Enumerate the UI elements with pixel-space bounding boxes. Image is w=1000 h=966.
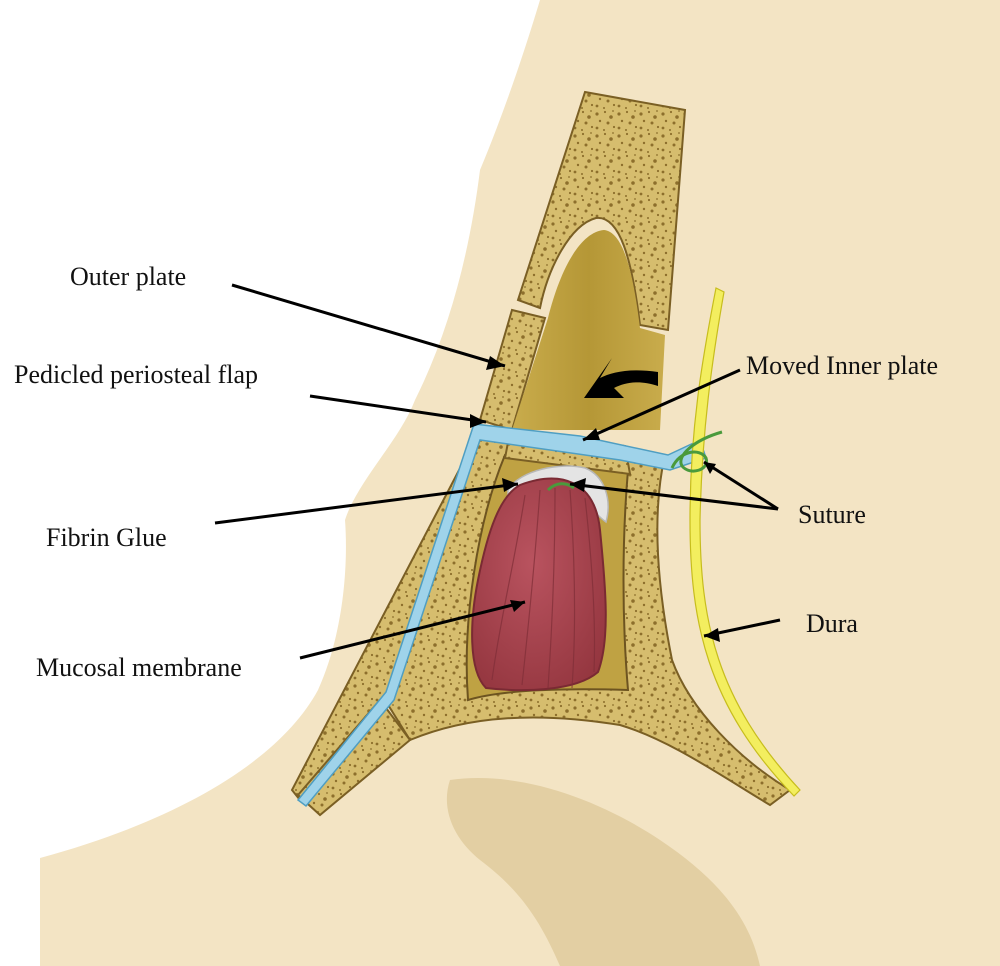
leader-suture-inner bbox=[569, 482, 779, 511]
suture-knot bbox=[546, 430, 723, 492]
label-moved-inner-plate: Moved Inner plate bbox=[746, 351, 939, 380]
leader-outer-plate bbox=[231, 283, 506, 368]
frontal-bone-upper bbox=[516, 90, 687, 332]
label-dura: Dura bbox=[806, 609, 858, 638]
dura-layer bbox=[689, 287, 801, 797]
movement-arrow bbox=[584, 358, 658, 398]
leader-fibrin-glue bbox=[214, 482, 519, 525]
label-mucosal-membrane: Mucosal membrane bbox=[36, 653, 242, 682]
leader-moved-inner-plate bbox=[582, 368, 741, 442]
label-pedicled-periosteal-flap: Pedicled periosteal flap bbox=[14, 360, 259, 389]
leader-lines bbox=[214, 283, 781, 660]
leader-mucosal-membrane bbox=[299, 600, 526, 660]
label-suture: Suture bbox=[798, 500, 866, 529]
leader-pedicled-flap bbox=[309, 394, 487, 424]
nasal-bone-segment bbox=[296, 698, 412, 817]
label-outer-plate: Outer plate bbox=[70, 262, 187, 291]
leader-suture-knot bbox=[703, 460, 779, 511]
mucosa-fibers bbox=[491, 487, 596, 689]
skin-shadow bbox=[446, 778, 760, 966]
arrowheads bbox=[470, 356, 720, 642]
label-fibrin-glue: Fibrin Glue bbox=[46, 523, 167, 552]
